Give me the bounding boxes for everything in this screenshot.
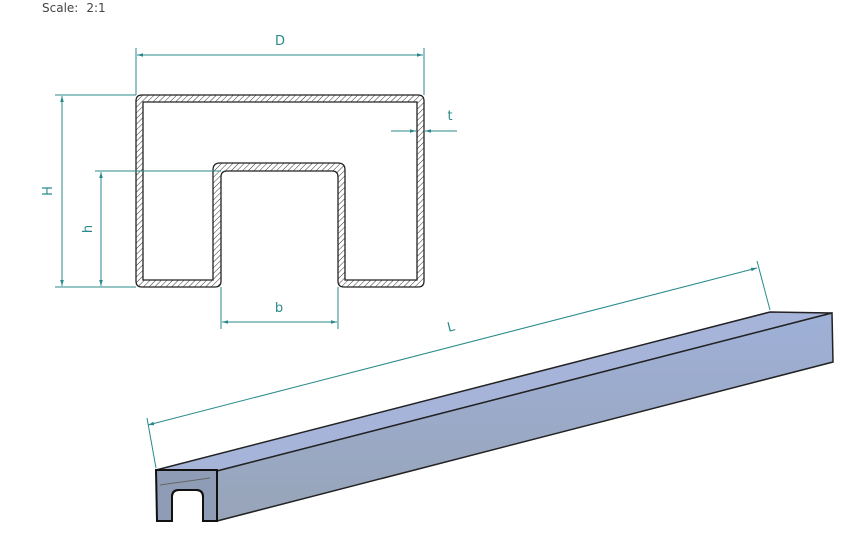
label-h: h bbox=[81, 225, 96, 233]
dimension-L: L bbox=[146, 260, 771, 469]
dimension-b: b bbox=[220, 287, 339, 329]
scale-label: Scale: 2:1 bbox=[42, 1, 114, 15]
bar-3d-view bbox=[154, 311, 834, 522]
scale-caption: Scale: bbox=[42, 1, 79, 15]
label-b: b bbox=[275, 301, 283, 316]
dimension-D: D bbox=[135, 34, 425, 95]
dimension-h: h bbox=[81, 170, 221, 286]
label-D: D bbox=[275, 34, 285, 49]
dimension-t: t bbox=[391, 109, 457, 133]
label-L: L bbox=[446, 319, 457, 335]
label-H: H bbox=[41, 186, 56, 196]
scale-value: 2:1 bbox=[86, 1, 106, 15]
label-t: t bbox=[447, 109, 452, 124]
profile-cross-section bbox=[135, 94, 425, 288]
dimension-H: H bbox=[41, 94, 136, 288]
